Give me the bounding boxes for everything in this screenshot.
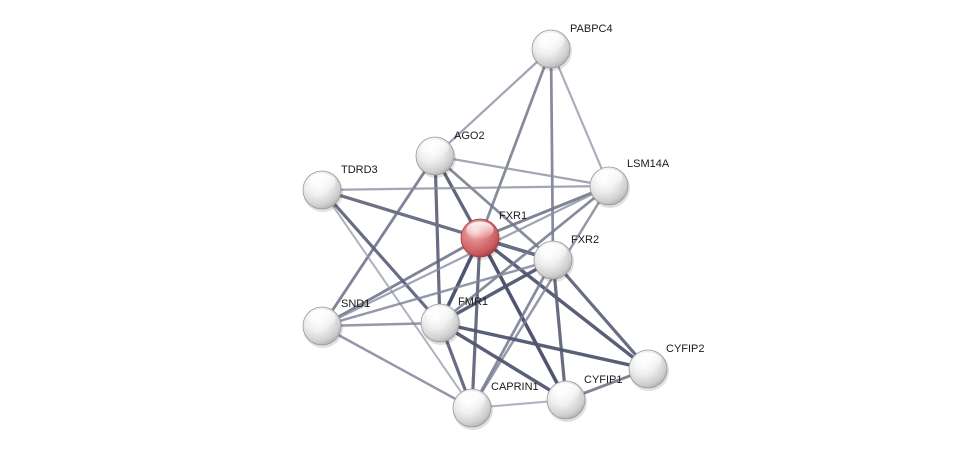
edge-fxr2-fmr1[interactable] (438, 258, 555, 325)
edge-lsm14a-snd1[interactable] (320, 184, 611, 328)
edge-fxr1-caprin1[interactable] (470, 236, 482, 410)
node-label-fxr1: FXR1 (499, 210, 527, 222)
node-highlight (426, 306, 454, 324)
edge-tdrd3-fxr2[interactable] (320, 188, 555, 262)
edge-fxr2-cyfip2[interactable] (551, 258, 650, 371)
edge-fxr2-snd1[interactable] (320, 258, 555, 328)
node-label-ago2: AGO2 (454, 130, 485, 142)
edge-pabpc4-lsm14a[interactable] (549, 47, 611, 188)
node-highlight (308, 173, 336, 191)
node-highlight (458, 391, 486, 409)
edge-fxr2-caprin1[interactable] (470, 258, 555, 410)
edge-pabpc4-fxr2[interactable] (549, 47, 555, 262)
node-label-cyfip2: CYFIP2 (666, 343, 705, 355)
edge-fxr1-cyfip1[interactable] (478, 236, 568, 402)
node-cyfip1[interactable]: CYFIP1 (546, 374, 623, 422)
edge-fxr2-cyfip1[interactable] (551, 258, 568, 402)
node-highlight (537, 32, 565, 50)
node-label-fmr1: FMR1 (458, 296, 488, 308)
edge-pabpc4-ago2[interactable] (433, 47, 553, 158)
node-label-caprin1: CAPRIN1 (491, 381, 539, 393)
edge-fmr1-cyfip2[interactable] (438, 321, 650, 371)
node-snd1[interactable]: SND1 (302, 298, 370, 348)
node-tdrd3[interactable]: TDRD3 (302, 164, 378, 212)
node-label-lsm14a: LSM14A (627, 158, 670, 170)
edge-tdrd3-fmr1[interactable] (320, 188, 442, 325)
node-label-tdrd3: TDRD3 (341, 164, 378, 176)
node-highlight (552, 383, 580, 401)
edge-ago2-snd1[interactable] (320, 154, 437, 328)
node-ago2[interactable]: AGO2 (415, 130, 485, 178)
edge-ago2-fxr2[interactable] (433, 154, 555, 262)
edge-snd1-fmr1[interactable] (320, 321, 442, 328)
node-highlight (595, 169, 623, 187)
edge-fxr1-cyfip2[interactable] (478, 236, 650, 371)
node-caprin1[interactable]: CAPRIN1 (452, 381, 539, 430)
node-label-snd1: SND1 (341, 298, 370, 310)
node-lsm14a[interactable]: LSM14A (589, 158, 670, 208)
edge-lsm14a-caprin1[interactable] (470, 184, 611, 410)
node-highlight (308, 309, 336, 327)
edge-fxr1-snd1[interactable] (320, 236, 482, 328)
edge-fxr1-lsm14a[interactable] (478, 184, 611, 240)
node-highlight (539, 243, 567, 261)
node-highlight (634, 352, 662, 370)
node-highlight (421, 139, 449, 157)
node-fmr1[interactable]: FMR1 (420, 296, 488, 345)
edge-lsm14a-fmr1[interactable] (438, 184, 611, 325)
node-highlight (466, 221, 494, 239)
node-pabpc4[interactable]: PABPC4 (531, 23, 613, 71)
edge-layer (320, 47, 650, 410)
edge-ago2-fmr1[interactable] (433, 154, 442, 325)
node-cyfip2[interactable]: CYFIP2 (628, 343, 705, 391)
node-label-pabpc4: PABPC4 (570, 23, 613, 35)
node-fxr1[interactable]: FXR1 (460, 210, 527, 260)
edge-fmr1-cyfip1[interactable] (438, 321, 568, 402)
edge-ago2-lsm14a[interactable] (433, 154, 611, 188)
edge-tdrd3-lsm14a[interactable] (320, 184, 611, 192)
edge-snd1-caprin1[interactable] (320, 324, 474, 410)
node-label-fxr2: FXR2 (571, 234, 599, 246)
edge-tdrd3-caprin1[interactable] (321, 189, 473, 409)
node-fxr2[interactable]: FXR2 (533, 234, 599, 282)
node-label-cyfip1: CYFIP1 (584, 374, 623, 386)
